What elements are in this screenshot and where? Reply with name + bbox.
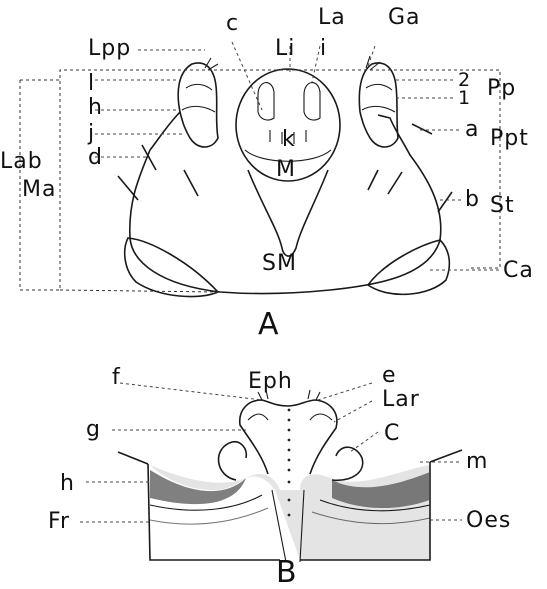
label-pp: Pp (487, 76, 516, 101)
label-i-top: i (320, 36, 327, 61)
label-l: l (88, 71, 95, 96)
label-j: j (87, 121, 95, 146)
label-ca: Ca (503, 258, 534, 283)
label-d: d (88, 145, 103, 170)
label-ma: Ma (22, 177, 56, 202)
label-m-cap: M (276, 157, 296, 182)
label-b: b (465, 187, 480, 212)
label-eph: Eph (248, 369, 293, 394)
label-c-cap: C (384, 421, 400, 446)
label-h-b: h (60, 471, 75, 496)
label-la: La (318, 5, 346, 30)
label-h: h (88, 95, 103, 120)
label-oes: Oes (466, 508, 511, 533)
label-lar: Lar (382, 387, 420, 412)
label-c: c (226, 11, 239, 36)
label-st: St (490, 193, 515, 218)
label-li: Li (275, 36, 295, 61)
label-num1: 1 (458, 87, 471, 109)
label-a: a (465, 117, 479, 142)
label-g: g (86, 417, 101, 442)
label-lab: Lab (0, 149, 43, 174)
label-lpp: Lpp (88, 36, 131, 61)
label-f: f (112, 365, 121, 390)
panel-label-a: A (258, 307, 280, 342)
label-ga: Ga (388, 5, 421, 30)
label-m: m (466, 449, 488, 474)
label-e: e (382, 363, 397, 388)
label-sm: SM (262, 251, 297, 276)
label-k: k (282, 127, 296, 152)
midline-dots (288, 409, 291, 517)
label-ppt: Ppt (490, 126, 529, 151)
figure-b-drawing (118, 390, 462, 562)
label-fr: Fr (48, 509, 70, 534)
panel-label-b: B (276, 555, 298, 589)
